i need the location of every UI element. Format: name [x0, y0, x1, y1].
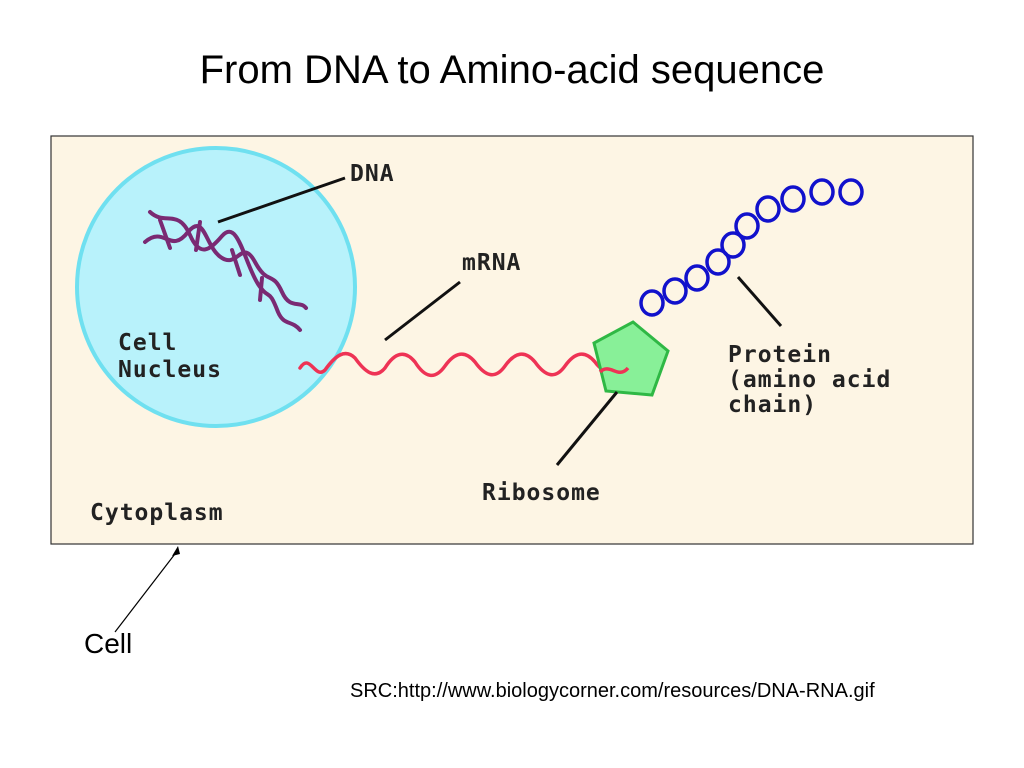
protein-label-line2: (amino acid	[728, 367, 891, 393]
cell-nucleus	[75, 146, 357, 428]
pointer-lines	[217, 176, 783, 466]
slide-title: From DNA to Amino-acid sequence	[199, 48, 825, 92]
cytoplasm-label: Cytoplasm	[90, 500, 224, 526]
ribosome-pointer	[555, 391, 619, 466]
dna-label: DNA	[350, 161, 395, 187]
nucleus-label-line2: Nucleus	[118, 357, 222, 383]
mrna-in-ribosome	[598, 366, 630, 375]
source-citation: SRC:http://www.biologycorner.com/resourc…	[350, 680, 875, 702]
dna-helix	[143, 210, 308, 332]
protein-pointer	[736, 276, 783, 327]
ribosome	[592, 320, 670, 397]
mrna-label: mRNA	[462, 250, 521, 276]
ribosome-label: Ribosome	[482, 480, 601, 506]
cell-label: Cell	[84, 628, 133, 659]
protein-chain	[639, 178, 864, 317]
nucleus-label-line1: Cell	[118, 330, 177, 356]
dna-pointer	[217, 176, 346, 224]
mrna-pointer	[384, 280, 461, 342]
mrna-strand	[298, 351, 630, 377]
cell-arrow	[114, 546, 180, 633]
arrowhead-icon	[172, 546, 180, 556]
protein-label-line1: Protein	[728, 342, 832, 368]
protein-label-line3: chain)	[728, 392, 817, 418]
